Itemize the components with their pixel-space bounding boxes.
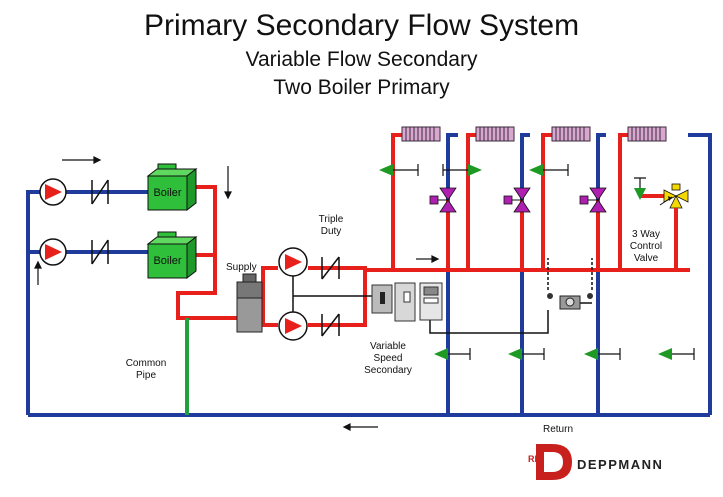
two-way-valve-1 [429,187,457,213]
flow-arrows [34,156,440,431]
radiators [401,126,667,142]
vss-label-1: Variable [370,341,406,352]
svg-text:RL: RL [528,454,540,464]
triple-duty-valve-2 [321,313,340,337]
boiler-2-label: Boiler [153,255,182,267]
triple-duty-label-1: Triple [318,214,344,225]
subtitle-two-boiler: Two Boiler Primary [273,76,450,99]
control-wiring [292,258,593,334]
two-way-control-valves [429,187,607,213]
triple-duty-label-2: Duty [320,226,342,237]
subtitle-variable-flow: Variable Flow Secondary [245,48,478,71]
balancing-valves-supply [379,164,646,200]
triple-duty-valve-1 [321,256,340,280]
dp-sensor [547,293,593,310]
primary-pump-2 [39,238,67,266]
valve-label-2: Control [629,241,663,252]
secondary-pump-2 [278,311,308,341]
check-valve-primary-2 [91,239,109,265]
deppmann-logo-text: DEPPMANN [577,457,664,472]
primary-pump-1 [39,178,67,206]
three-way-control-valve [659,183,689,270]
boiler-1-label: Boiler [153,187,182,199]
common-pipe-label-2: Pipe [135,370,156,381]
valve-label-1: 3 Way [632,229,660,240]
common-pipe-label-1: Common [125,358,167,369]
air-separator [236,273,263,333]
boiler-1 [146,163,198,212]
radiator-4 [627,126,667,142]
return-label: Return [542,424,573,435]
secondary-pump-1 [278,247,308,277]
valve-label-3: Valve [633,253,659,264]
deppmann-logo-mark: RL [528,444,572,480]
page-title: Primary Secondary Flow System [143,9,580,42]
boiler-2 [146,231,198,280]
return-piping [26,133,712,417]
balancing-valves-return [434,348,695,360]
two-way-valve-2 [503,187,531,213]
radiator-3 [551,126,591,142]
two-way-valve-3 [579,187,607,213]
supply-label: Supply [226,262,257,273]
radiator-1 [401,126,441,142]
variable-speed-drive [371,282,443,322]
vss-label-3: Secondary [364,365,412,376]
check-valve-primary-1 [91,179,109,205]
vss-label-2: Speed [373,353,403,364]
radiator-2 [475,126,515,142]
